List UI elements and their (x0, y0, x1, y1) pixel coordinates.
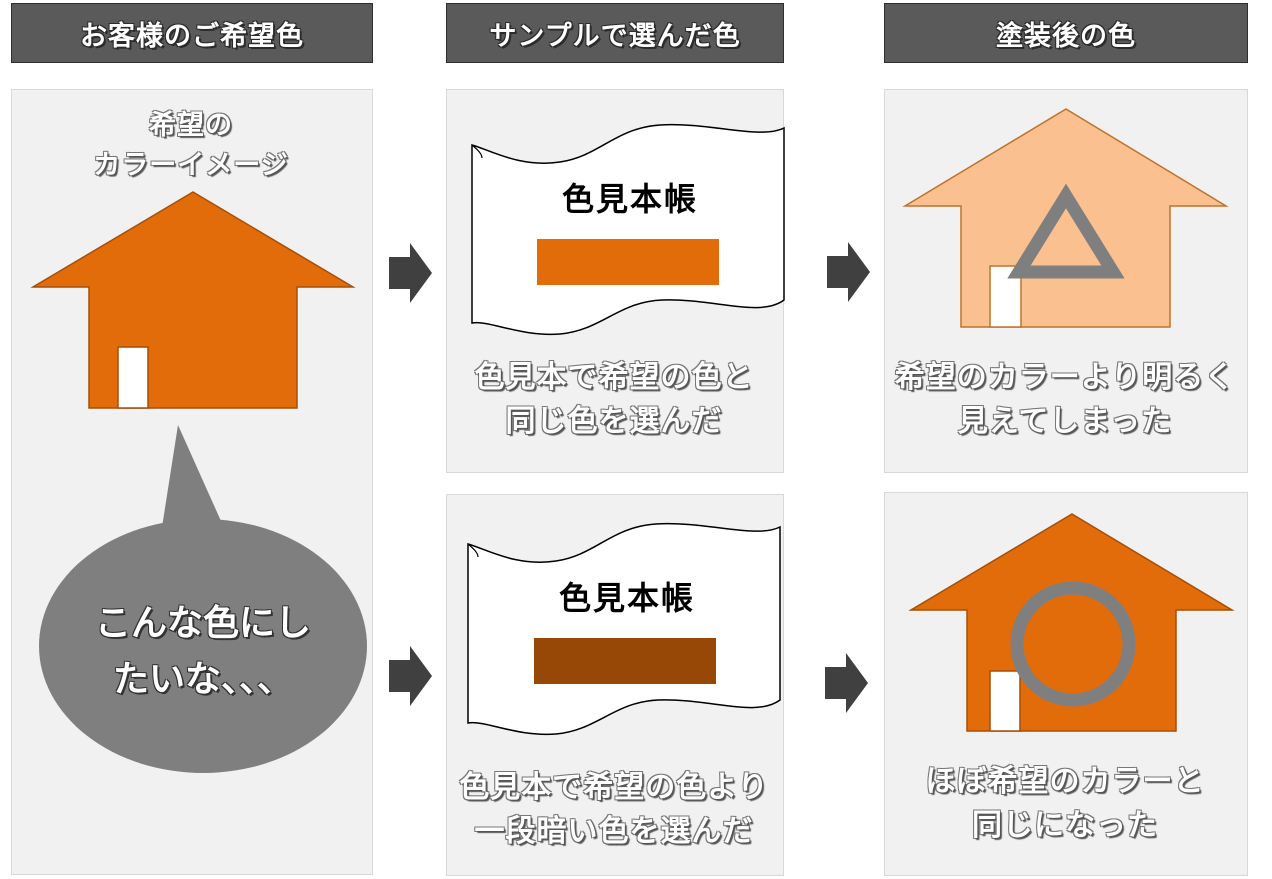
header-after-color: 塗装後の色 (884, 3, 1248, 63)
arrow-right-icon (825, 653, 868, 713)
result-caption-2: ほぼ希望のカラーと 同じになった (884, 760, 1246, 848)
result-caption-2-line1: ほぼ希望のカラーと (925, 764, 1205, 799)
header-sample-color: サンプルで選んだ色 (446, 3, 784, 63)
image-label-line1: 希望の (149, 110, 233, 141)
triangle-mark-icon (1007, 183, 1125, 279)
sample-caption-2-line2: 一段暗い色を選んだ (474, 814, 754, 849)
sample-caption-2: 色見本で希望の色より 一段暗い色を選んだ (446, 766, 782, 854)
result-caption-2-line2: 同じになった (972, 808, 1158, 843)
sample-caption-1-line2: 同じ色を選んだ (505, 404, 723, 439)
sample-caption-1: 色見本で希望の色と 同じ色を選んだ (446, 356, 782, 444)
arrow-right-icon (827, 242, 870, 302)
desired-house-icon (30, 191, 356, 409)
image-label-line2: カラーイメージ (93, 150, 289, 181)
arrow-right-icon (389, 243, 432, 303)
header-customer-color: お客様のご希望色 (11, 3, 373, 63)
bubble-text: こんな色にし たいな、、、 (40, 596, 366, 708)
circle-mark-icon (1010, 581, 1136, 707)
sample-book-1-icon (471, 123, 785, 336)
sample-swatch-brown (534, 638, 716, 684)
speech-bubble-icon (39, 425, 367, 773)
bubble-line1: こんな色にし (94, 603, 311, 644)
arrow-right-icon (389, 646, 432, 706)
image-label: 希望の カラーイメージ (11, 106, 371, 186)
header-customer-label: お客様のご希望色 (80, 20, 304, 52)
bubble-line2: たいな、、、 (112, 659, 293, 700)
sample-caption-2-line1: 色見本で希望の色より (459, 770, 769, 805)
sample-caption-1-line1: 色見本で希望の色と (474, 360, 754, 395)
sample-swatch-orange (537, 239, 719, 285)
book-title-2: 色見本帳 (558, 579, 695, 617)
book-title-1: 色見本帳 (561, 180, 698, 218)
matching-result-house-icon (908, 513, 1235, 732)
result-caption-1-line2: 見えてしまった (957, 404, 1173, 439)
result-caption-1-line1: 希望のカラーより明るく (894, 360, 1236, 395)
sample-book-2-icon (467, 522, 781, 736)
header-after-label: 塗装後の色 (996, 20, 1136, 52)
result-caption-1: 希望のカラーより明るく 見えてしまった (884, 356, 1246, 444)
header-sample-label: サンプルで選んだ色 (489, 20, 741, 52)
light-result-house-icon (902, 108, 1229, 328)
